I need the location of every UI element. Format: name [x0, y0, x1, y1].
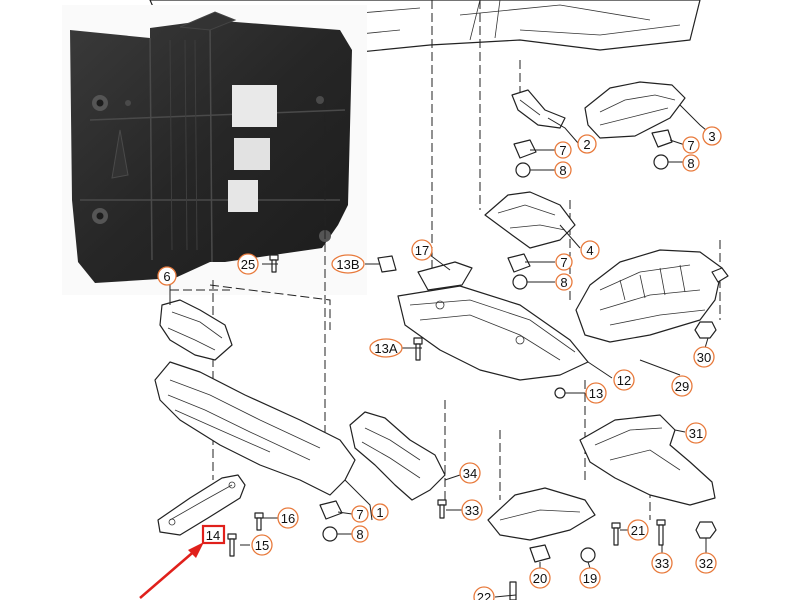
callout-20: 20 — [529, 567, 551, 589]
callout-7c-label: 7 — [560, 255, 567, 270]
part-20-cover — [487, 487, 621, 600]
callout-6: 6 — [157, 266, 177, 286]
callout-33a-label: 33 — [655, 556, 669, 571]
callout-3-label: 3 — [708, 129, 715, 144]
callout-25: 25 — [237, 253, 259, 275]
part-17-bracket — [377, 255, 473, 291]
callout-21: 21 — [627, 519, 649, 541]
callout-7a: 7 — [554, 141, 572, 159]
callout-13A-label: 13A — [374, 341, 397, 356]
callout-19-label: 19 — [583, 571, 597, 586]
callout-32-label: 32 — [699, 556, 713, 571]
highlight-arrow — [139, 542, 204, 599]
screw-13 — [554, 387, 566, 399]
callout-34: 34 — [459, 462, 481, 484]
callout-4: 4 — [580, 240, 600, 260]
callout-7c: 7 — [555, 253, 573, 271]
callout-19: 19 — [579, 567, 601, 589]
nut-30 — [694, 321, 717, 339]
part-14-bracket — [157, 474, 246, 536]
callout-14: 14 — [201, 524, 226, 545]
callout-13-label: 13 — [589, 386, 603, 401]
part-29-heat-shield — [575, 249, 729, 343]
callout-29: 29 — [671, 375, 693, 397]
part-2-bracket — [511, 89, 566, 129]
leader-lines — [169, 104, 713, 598]
callout-2: 2 — [577, 134, 597, 154]
callout-7d: 7 — [351, 505, 369, 523]
callout-31: 31 — [685, 422, 707, 444]
callout-17: 17 — [411, 239, 433, 261]
cover-panel-photo — [62, 5, 367, 295]
callout-8c: 8 — [555, 273, 573, 291]
callout-34-label: 34 — [463, 466, 477, 481]
callout-13A: 13A — [369, 338, 403, 358]
callout-31-label: 31 — [689, 426, 703, 441]
callout-12: 12 — [613, 369, 635, 391]
callout-13: 13 — [585, 382, 607, 404]
callout-8d: 8 — [351, 525, 369, 543]
callout-30: 30 — [693, 346, 715, 368]
part-31-shield — [579, 414, 716, 506]
callout-6-label: 6 — [163, 269, 170, 284]
part-4-shield — [484, 191, 576, 249]
callout-1: 1 — [371, 503, 389, 521]
callout-8c-label: 8 — [560, 275, 567, 290]
callout-7b-label: 7 — [687, 138, 694, 153]
callout-22-label: 22 — [477, 590, 491, 600]
callout-15: 15 — [251, 534, 273, 556]
callout-7d-label: 7 — [356, 507, 363, 522]
callout-2-label: 2 — [583, 137, 590, 152]
callout-1-label: 1 — [376, 505, 383, 520]
callout-7a-label: 7 — [559, 143, 566, 158]
callout-3: 3 — [702, 126, 722, 146]
callout-25-label: 25 — [241, 257, 255, 272]
part-3-heat-shield — [584, 81, 686, 139]
callout-13B: 13B — [331, 254, 365, 274]
screw-25 — [269, 254, 279, 273]
screws-15-16 — [227, 512, 264, 557]
callout-13B-label: 13B — [336, 257, 359, 272]
callout-4-label: 4 — [586, 243, 593, 258]
callout-16-label: 16 — [281, 511, 295, 526]
callout-17-label: 17 — [415, 243, 429, 258]
screws-32-33 — [437, 499, 717, 546]
clip-set — [319, 129, 673, 542]
callout-8d-label: 8 — [356, 527, 363, 542]
callout-14-label: 14 — [206, 528, 220, 543]
callout-21-label: 21 — [631, 523, 645, 538]
part-6-bracket — [159, 299, 233, 361]
callout-33a: 33 — [651, 552, 673, 574]
callout-8b: 8 — [682, 154, 700, 172]
callout-20-label: 20 — [533, 571, 547, 586]
highlight-box-14 — [201, 524, 226, 545]
callout-8a-label: 8 — [559, 163, 566, 178]
callout-33b-label: 33 — [465, 503, 479, 518]
callout-15-label: 15 — [255, 538, 269, 553]
screw-13A — [413, 337, 423, 361]
callout-30-label: 30 — [697, 350, 711, 365]
callout-8b-label: 8 — [687, 156, 694, 171]
callout-29-label: 29 — [675, 379, 689, 394]
part-12-cross-member — [397, 285, 589, 381]
callout-16: 16 — [277, 507, 299, 529]
callout-7b: 7 — [682, 136, 700, 154]
callout-22: 22 — [473, 586, 495, 600]
callout-32: 32 — [695, 552, 717, 574]
part-34-trim — [349, 411, 446, 501]
callout-8a: 8 — [554, 161, 572, 179]
callout-33b: 33 — [461, 499, 483, 521]
callout-12-label: 12 — [617, 373, 631, 388]
